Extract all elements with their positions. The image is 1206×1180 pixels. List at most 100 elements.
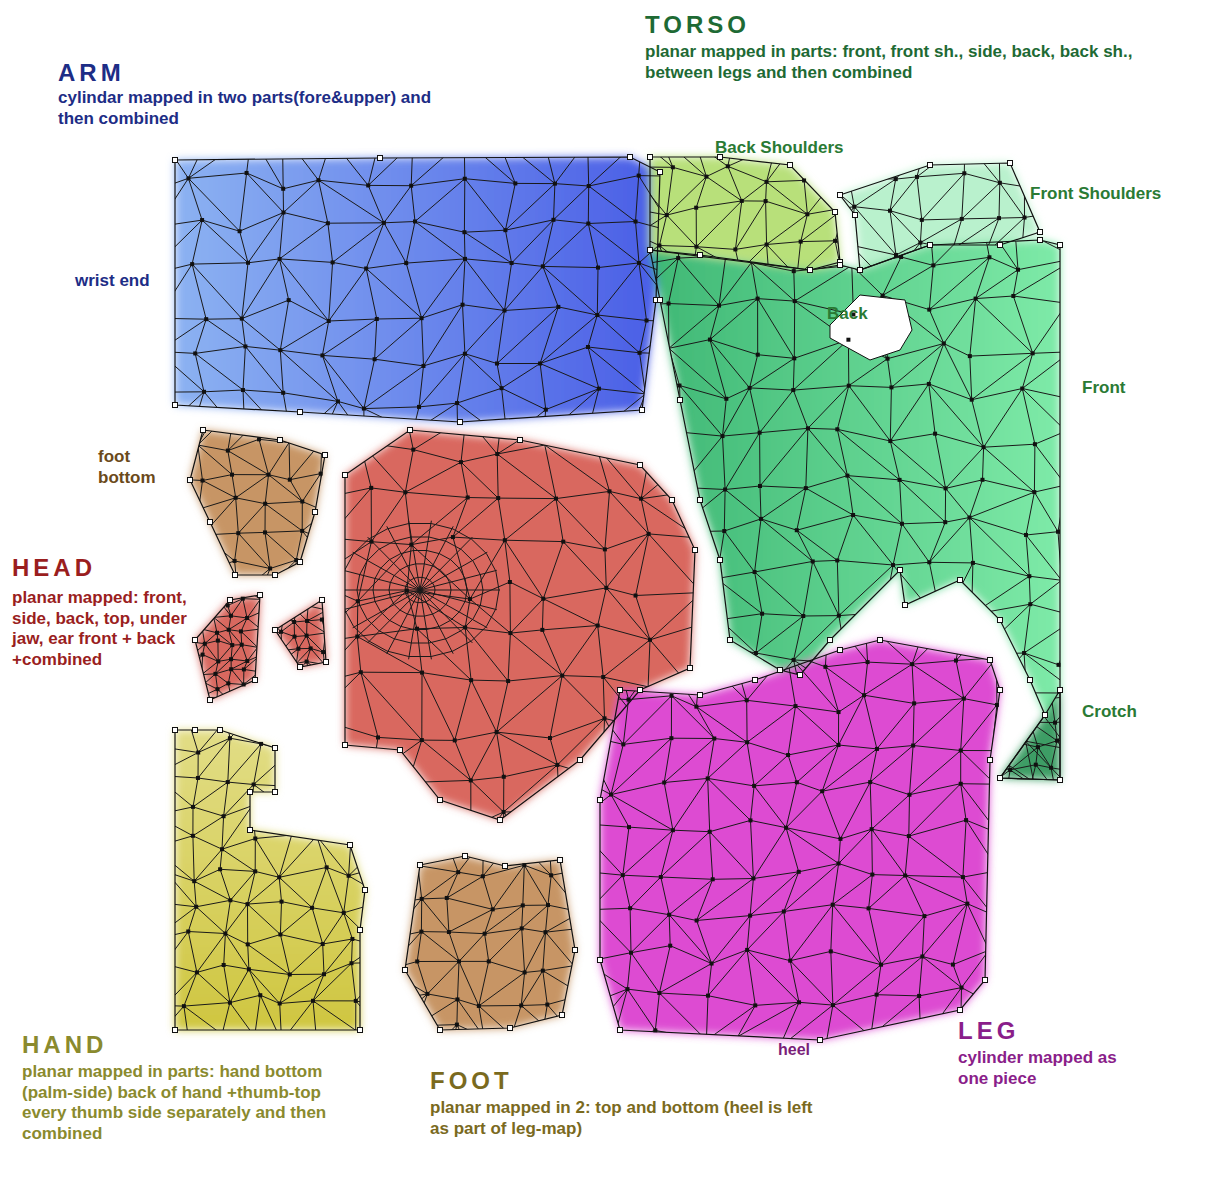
mesh-vertex [241, 597, 245, 601]
border-vertex [248, 828, 253, 833]
mesh-vertex [411, 448, 415, 452]
mesh-vertex [278, 348, 282, 352]
mesh-vertex [745, 698, 749, 702]
border-vertex [558, 858, 563, 863]
border-vertex [324, 660, 329, 665]
border-vertex [173, 403, 178, 408]
mesh-vertex [236, 531, 240, 535]
mesh-vertex [1055, 739, 1059, 743]
mesh-vertex [637, 261, 641, 265]
border-vertex [753, 678, 758, 683]
mesh-vertex [305, 634, 309, 638]
part-label: Front [1082, 378, 1125, 399]
border-vertex [640, 408, 645, 413]
mesh-vertex [601, 675, 605, 679]
island-outline [275, 600, 326, 667]
mesh-vertex [326, 221, 330, 225]
mesh-vertex [545, 1003, 549, 1007]
mesh-vertex [706, 776, 710, 780]
border-vertex [1028, 678, 1033, 683]
mesh-vertex [445, 896, 449, 900]
mesh-vertex [523, 970, 527, 974]
mesh-vertex [520, 926, 524, 930]
leg-island [600, 640, 1000, 1040]
border-vertex [698, 693, 703, 698]
border-vertex [503, 864, 508, 869]
mesh-vertex [954, 659, 958, 663]
mesh-vertex [784, 826, 788, 830]
mesh-vertex [965, 902, 969, 906]
mesh-vertex [792, 356, 796, 360]
border-vertex [573, 948, 578, 953]
mesh-vertex [712, 736, 716, 740]
mesh-vertex [1008, 768, 1012, 772]
mesh-vertex [968, 354, 972, 358]
mesh-vertex [886, 357, 890, 361]
mesh-vertex [230, 473, 234, 477]
mesh-vertex [469, 778, 473, 782]
border-vertex [363, 888, 368, 893]
mesh-vertex [226, 603, 230, 607]
mesh-vertex [263, 502, 267, 506]
mesh-vertex [879, 963, 883, 967]
mesh-vertex [927, 382, 931, 386]
mesh-vertex [496, 496, 500, 500]
border-vertex [698, 498, 703, 503]
mesh-vertex [982, 445, 986, 449]
mesh-vertex [805, 212, 809, 216]
mesh-vertex [556, 305, 560, 309]
mesh-vertex [980, 478, 984, 482]
part-label: Back Shoulders [715, 138, 844, 159]
border-vertex [403, 968, 408, 973]
mesh-vertex [648, 638, 652, 642]
mesh-vertex [425, 992, 429, 996]
mesh-vertex [833, 239, 837, 243]
mesh-vertex [900, 522, 904, 526]
border-vertex [698, 253, 703, 258]
mesh-vertex [835, 558, 839, 562]
mesh-vertex [759, 517, 763, 521]
mesh-vertex [202, 390, 206, 394]
border-vertex [693, 548, 698, 553]
mesh-vertex [325, 865, 329, 869]
mesh-vertex [875, 747, 879, 751]
mesh-vertex [748, 914, 752, 918]
mesh-vertex [782, 909, 786, 913]
mesh-vertex [587, 184, 591, 188]
mesh-vertex [962, 697, 966, 701]
mesh-vertex [204, 317, 208, 321]
mesh-vertex [359, 670, 363, 674]
section-heading: ARM [58, 58, 125, 87]
mesh-vertex [347, 874, 351, 878]
border-vertex [628, 155, 633, 160]
mesh-vertex [845, 474, 849, 478]
border-vertex [858, 268, 863, 273]
mesh-vertex [245, 171, 249, 175]
part-label: foot bottom [98, 447, 178, 488]
mesh-vertex [420, 316, 424, 320]
part-label: Front Shoulders [1030, 184, 1161, 205]
mesh-vertex [213, 672, 217, 676]
mesh-vertex [186, 929, 190, 933]
part-label: heel [778, 1040, 810, 1060]
mesh-vertex [220, 847, 224, 851]
mesh-vertex [1024, 533, 1028, 537]
mesh-vertex [300, 529, 304, 533]
mesh-vertex [233, 559, 237, 563]
mesh-vertex [960, 986, 964, 990]
mesh-vertex [733, 247, 737, 251]
mesh-vertex [257, 437, 261, 441]
mesh-vertex [538, 361, 542, 365]
mesh-vertex [457, 959, 461, 963]
mesh-vertex [455, 1023, 459, 1027]
mesh-vertex [305, 619, 309, 623]
mesh-vertex [753, 570, 757, 574]
border-vertex [208, 698, 213, 703]
mesh-vertex [277, 875, 281, 879]
mesh-vertex [851, 513, 855, 517]
border-vertex [1043, 713, 1048, 718]
mesh-vertex [667, 302, 671, 306]
mesh-vertex [549, 873, 553, 877]
mesh-vertex [230, 643, 234, 647]
mesh-vertex [234, 496, 238, 500]
